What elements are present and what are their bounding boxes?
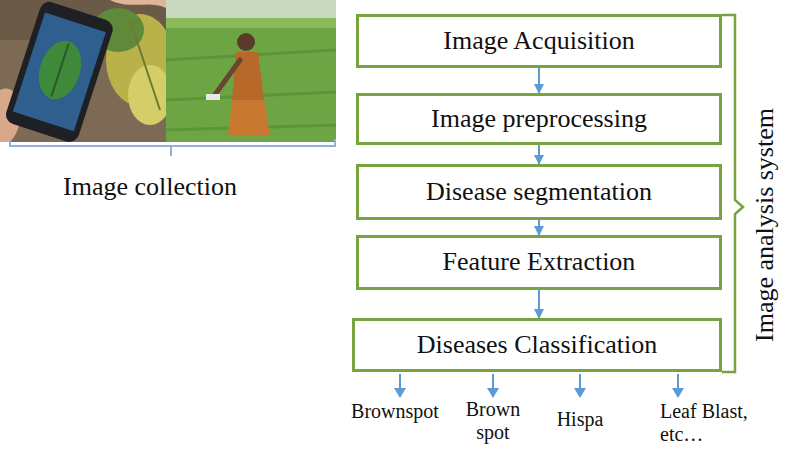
box-text: Image Acquisition [443, 27, 634, 56]
box-text: Image preprocessing [431, 105, 647, 134]
box-text: Diseases Classification [417, 331, 657, 360]
process-box: Disease segmentation [356, 164, 722, 220]
phone-photo [0, 0, 174, 145]
flow-arrow [538, 220, 540, 235]
flow-arrow [538, 290, 540, 318]
process-box: Diseases Classification [352, 318, 722, 372]
flow-arrow [538, 145, 540, 164]
field-photo [166, 0, 336, 142]
process-box: Image Acquisition [356, 14, 722, 68]
process-box: Image preprocessing [356, 93, 722, 145]
output-arrows [394, 374, 684, 398]
collection-bracket [10, 139, 335, 156]
text-label: Brownspot [345, 400, 445, 423]
process-box: Feature Extraction [356, 235, 722, 290]
box-text: Feature Extraction [443, 248, 636, 277]
text-label: Hispa [540, 408, 620, 431]
flow-arrow [538, 68, 540, 93]
text-label: Brown spot [461, 398, 525, 444]
system-bracket [722, 15, 743, 372]
box-text: Disease segmentation [426, 178, 652, 207]
text-label: Leaf Blast, etc… [660, 400, 760, 446]
text-label: Image collection [63, 172, 237, 202]
vertical-label: Image analysis system [750, 108, 780, 342]
